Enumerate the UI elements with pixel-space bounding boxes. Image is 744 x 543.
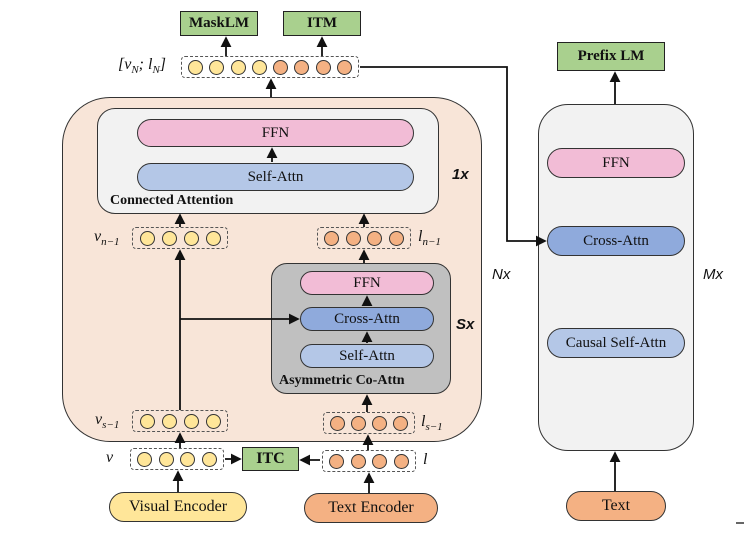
text-token bbox=[372, 453, 388, 469]
text-token bbox=[294, 59, 310, 75]
text-token bbox=[367, 230, 383, 246]
masklm-head: MaskLM bbox=[180, 11, 258, 36]
decoder-ffn-block: FFN bbox=[547, 148, 685, 178]
encoder-repeat-label: Nx bbox=[492, 266, 511, 283]
decoder-repeat-label: Mx bbox=[703, 266, 723, 283]
coattn-cross-attn-block: Cross-Attn bbox=[300, 307, 434, 331]
text-token bbox=[393, 415, 408, 431]
text-token bbox=[393, 453, 409, 469]
text-token bbox=[329, 453, 345, 469]
text-token bbox=[315, 59, 331, 75]
visual-token bbox=[161, 413, 177, 429]
text-token bbox=[351, 415, 366, 431]
visual-token bbox=[201, 451, 217, 467]
connected-self-attn-block: Self-Attn bbox=[137, 163, 414, 191]
visual-token bbox=[188, 59, 204, 75]
l-n-1-label: ln−1 bbox=[418, 228, 441, 249]
text-encoder-block: Text Encoder bbox=[304, 493, 438, 523]
visual-token bbox=[230, 59, 246, 75]
visual-token bbox=[161, 230, 177, 246]
text-token bbox=[273, 59, 289, 75]
visual-token bbox=[183, 230, 199, 246]
visual-token bbox=[205, 413, 221, 429]
coattn-ffn-block: FFN bbox=[300, 271, 434, 295]
visual-token bbox=[251, 59, 267, 75]
coattn-self-attn-block: Self-Attn bbox=[300, 344, 434, 368]
v-label: v bbox=[106, 449, 114, 466]
visual-encoder-block: Visual Encoder bbox=[109, 492, 247, 522]
text-token bbox=[324, 230, 340, 246]
visual-token bbox=[209, 59, 225, 75]
visual-token bbox=[183, 413, 199, 429]
asymmetric-co-attn-title: Asymmetric Co-Attn bbox=[279, 373, 405, 388]
text-input-block: Text bbox=[566, 491, 666, 521]
prefix-lm-head: Prefix LM bbox=[557, 42, 665, 71]
visual-token bbox=[139, 230, 155, 246]
itc-head: ITC bbox=[242, 447, 299, 471]
text-token bbox=[336, 59, 352, 75]
itm-head: ITM bbox=[283, 11, 361, 36]
decoder-causal-self-attn-block: Causal Self-Attn bbox=[547, 328, 685, 358]
text-token bbox=[372, 415, 387, 431]
l-token-row bbox=[322, 450, 416, 472]
text-token bbox=[388, 230, 404, 246]
v-n-1-token-row bbox=[132, 227, 228, 249]
l-label: l bbox=[423, 451, 428, 468]
decoder-cross-attn-block: Cross-Attn bbox=[547, 226, 685, 256]
visual-token bbox=[180, 451, 196, 467]
visual-token bbox=[205, 230, 221, 246]
visual-token bbox=[158, 451, 174, 467]
visual-token bbox=[139, 413, 155, 429]
v-n-1-label: vn−1 bbox=[94, 228, 120, 249]
l-s-1-token-row bbox=[323, 412, 415, 434]
connected-ffn-block: FFN bbox=[137, 119, 414, 147]
v-s-1-label: vs−1 bbox=[95, 411, 120, 432]
connected-repeat-label: 1x bbox=[452, 166, 469, 183]
text-token bbox=[345, 230, 361, 246]
connected-attention-title: Connected Attention bbox=[110, 193, 234, 208]
text-token bbox=[330, 415, 345, 431]
combined-token-label: [vN; lN] bbox=[118, 56, 167, 77]
l-s-1-label: ls−1 bbox=[421, 413, 443, 434]
v-token-row bbox=[130, 448, 224, 470]
l-n-1-token-row bbox=[317, 227, 411, 249]
v-s-1-token-row bbox=[132, 410, 228, 432]
visual-token bbox=[137, 451, 153, 467]
coattn-repeat-label: Sx bbox=[456, 316, 475, 333]
combined-token-row bbox=[181, 56, 359, 78]
text-token bbox=[350, 453, 366, 469]
arrow-combined-to-decoder-cross-attn bbox=[360, 66, 547, 247]
